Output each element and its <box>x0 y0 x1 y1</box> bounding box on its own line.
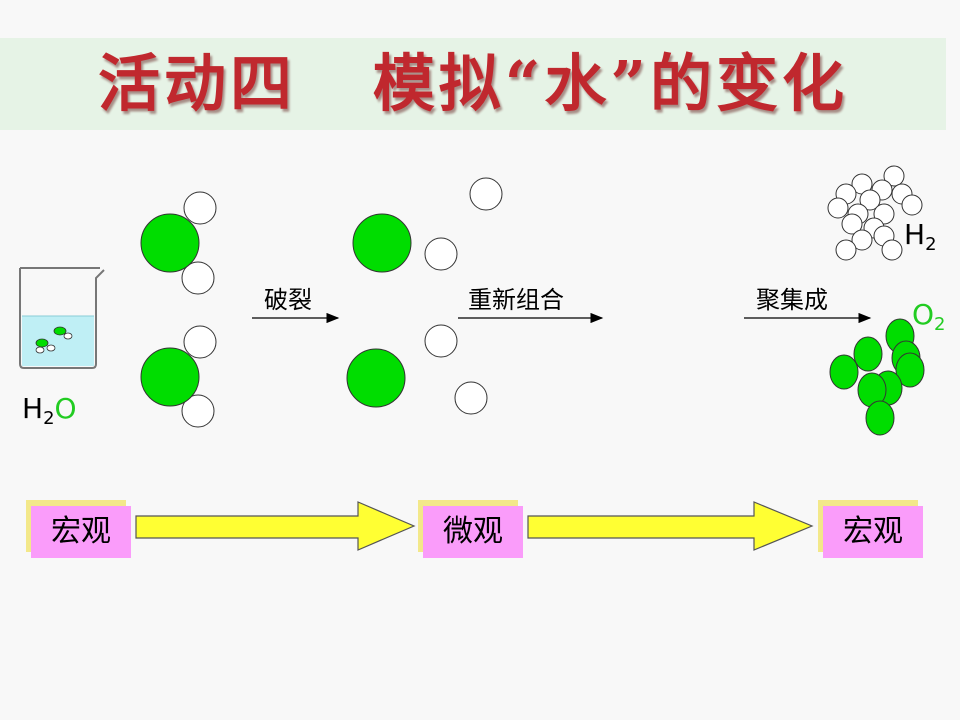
mini-hydrogen-atom <box>63 332 73 340</box>
mini-hydrogen-atom <box>46 344 56 352</box>
mini-oxygen-atom <box>53 326 67 336</box>
hydrogen-formula-subscript: 2 <box>925 234 937 255</box>
hydrogen-atom <box>181 261 215 295</box>
water-formula-o: O <box>54 392 77 425</box>
stage-box-macro-end: 宏观 <box>818 500 923 558</box>
hydrogen-atom <box>181 394 215 428</box>
stage-label: 微观 <box>423 506 523 558</box>
beaker-outline <box>19 268 105 369</box>
stage-label: 宏观 <box>823 506 923 558</box>
hydrogen-atom <box>424 324 458 358</box>
title-band <box>0 38 946 130</box>
water-formula-subscript: 2 <box>43 408 55 429</box>
oxygen-atom <box>346 348 406 408</box>
slide-title: 活动四 模拟“水”的变化 <box>97 47 849 120</box>
mini-oxygen-atom <box>35 338 49 348</box>
beaker-icon <box>19 267 105 369</box>
arrow-label-break: 破裂 <box>264 286 312 314</box>
stage-box-macro-start: 宏观 <box>26 500 131 558</box>
water-fill <box>22 316 94 366</box>
oxygen-atom <box>140 213 200 273</box>
water-molecule <box>140 191 217 295</box>
hydrogen-atom <box>183 191 217 225</box>
hydrogen-formula: H2 <box>904 218 937 255</box>
arrow-label-aggregate: 聚集成 <box>756 286 828 314</box>
separated-atoms <box>346 177 503 415</box>
flow-arrow <box>527 501 814 551</box>
oxygen-atom <box>140 347 200 407</box>
oxygen-formula-o: O <box>912 298 935 331</box>
stage-label: 宏观 <box>31 506 131 558</box>
flow-arrow <box>135 501 416 551</box>
hydrogen-gas-cluster <box>827 165 923 261</box>
hydrogen-atom <box>424 237 458 271</box>
hydrogen-formula-h: H <box>904 218 926 251</box>
oxygen-formula-subscript: 2 <box>934 314 946 335</box>
hydrogen-atom <box>183 325 217 359</box>
oxygen-formula: O2 <box>912 298 946 335</box>
water-formula-h: H <box>22 392 44 425</box>
water-molecule <box>140 325 217 428</box>
water-formula: H2O <box>22 392 77 429</box>
arrow-label-recombine: 重新组合 <box>468 286 564 314</box>
stage-box-micro: 微观 <box>418 500 523 558</box>
mini-hydrogen-atom <box>35 346 45 354</box>
oxygen-atom <box>352 213 412 273</box>
hydrogen-atom <box>454 381 488 415</box>
oxygen-gas-cluster <box>829 318 925 436</box>
hydrogen-atom <box>469 177 503 211</box>
